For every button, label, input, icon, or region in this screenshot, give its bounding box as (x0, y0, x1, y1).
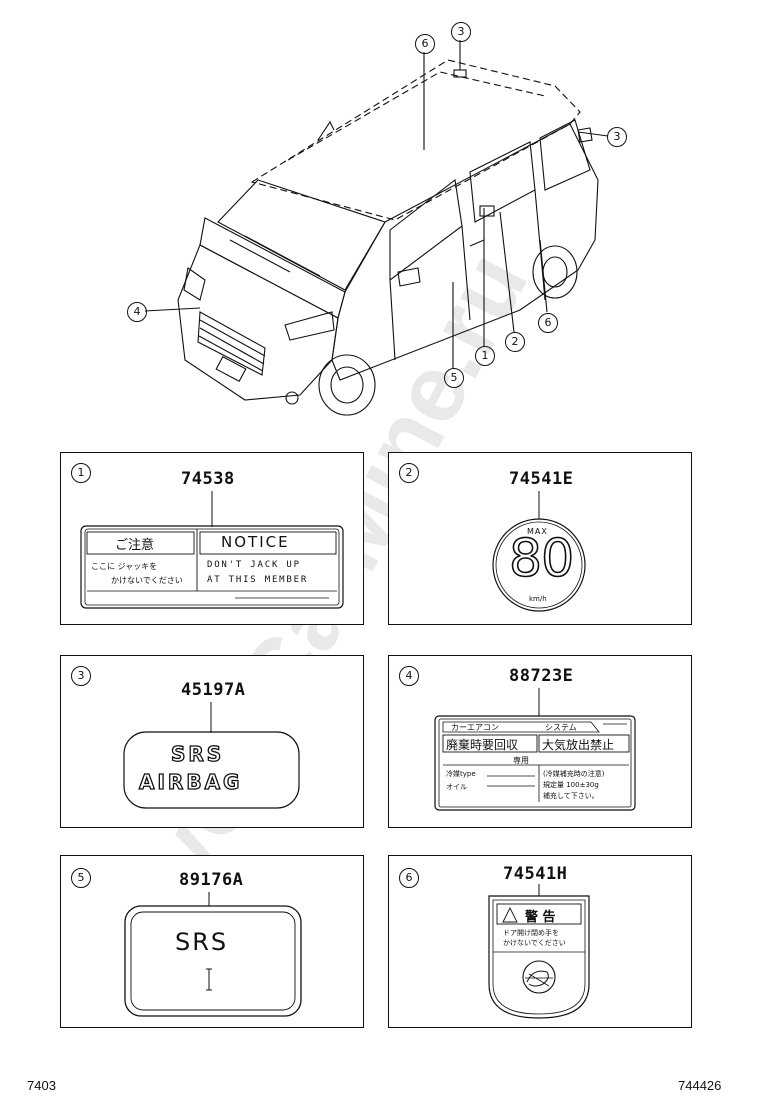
rear-wheel-hub (542, 256, 568, 288)
panel-5-leader (124, 892, 302, 1017)
srs-label-text: SRS (175, 928, 229, 956)
ac-box-left: 廃棄時要回収 (446, 738, 519, 752)
vehicle-illustration (144, 40, 609, 416)
panel-3-leader (123, 702, 300, 809)
ac-l2: オイル (446, 783, 467, 791)
callout-6-side: 6 (538, 313, 558, 333)
panel-6: 6 74541H 警 告 ドア開け閉め手を かけないでください (388, 855, 692, 1028)
panel-6-number: 6 (399, 868, 419, 888)
notice-jp-title: ご注意 (115, 538, 155, 553)
headlight-left (183, 267, 206, 301)
notice-en-line1: DON'T JACK UP (207, 560, 301, 570)
notice-jp-line1: ここに ジャッキを (91, 562, 158, 571)
roof-outline (250, 59, 581, 221)
ac-box-right: 大気放出禁止 (542, 738, 615, 752)
panel-5-part-number: 89176A (179, 870, 244, 890)
panel-2-leader (492, 491, 586, 612)
callout-3-roof: 3 (451, 22, 471, 42)
panel-4-leader (434, 688, 636, 811)
license-plate (215, 355, 247, 383)
notice-en-line2: AT THIS MEMBER (207, 575, 309, 585)
ac-header-right: システム (545, 723, 577, 732)
front-face (177, 244, 339, 401)
callout-5: 5 (444, 368, 464, 388)
front-door-window (389, 178, 463, 282)
warning-title: 警 告 (525, 910, 556, 925)
ac-l1: 冷媒type (446, 770, 476, 778)
rear-wheel (532, 245, 578, 299)
leader-lines (144, 40, 609, 368)
panel-5-number: 5 (71, 868, 91, 888)
rear-lamp (577, 127, 593, 143)
panel-2: 2 74541E MAX 80 km/h (388, 452, 692, 625)
panel-3-number: 3 (71, 666, 91, 686)
panel-4: 4 88723E カーエアコン システム 廃棄時要回収 大気放出禁止 専用 冷媒… (388, 655, 692, 828)
front-wheel-hub (330, 366, 364, 404)
airbag-label-line2: AIRBAG (138, 769, 243, 794)
callout-4: 4 (127, 302, 147, 322)
panel-1-number: 1 (71, 463, 91, 483)
b-pillar-label (479, 205, 495, 217)
panel-4-number: 4 (399, 666, 419, 686)
panel-5: 5 89176A SRS (60, 855, 364, 1028)
panel-3: 3 45197A SRS AIRBAG (60, 655, 364, 828)
notice-en-title: NOTICE (221, 533, 290, 551)
callout-3-rear: 3 (607, 127, 627, 147)
panel-1-part-number: 74538 (181, 469, 235, 489)
door-handle (469, 239, 485, 247)
ac-sub: 専用 (513, 756, 529, 765)
fog-lamp (285, 391, 299, 405)
ac-r2: 規定量 100±30g (543, 781, 599, 789)
rear-quarter-window (539, 119, 591, 191)
roof-inner-line (287, 71, 546, 161)
panel-4-part-number: 88723E (509, 666, 574, 686)
panel-6-part-number: 74541H (503, 864, 568, 884)
callout-1: 1 (475, 346, 495, 366)
notice-jp-line2: かけないでください (111, 576, 183, 585)
panel-3-part-number: 45197A (181, 680, 246, 700)
panel-1-leader (80, 491, 344, 609)
hood (199, 217, 346, 319)
warning-line1: ドア開け閉め手を (503, 929, 559, 937)
warning-line2: かけないでください (503, 939, 566, 947)
antenna (317, 120, 335, 141)
callout-2: 2 (505, 332, 525, 352)
footer-right-code: 744426 (678, 1078, 722, 1093)
windshield (217, 179, 386, 291)
grille (197, 311, 266, 376)
airbag-label-line1: SRS (170, 741, 225, 766)
side-body (331, 123, 599, 381)
speed-value: 80 (508, 528, 575, 590)
wipers (229, 235, 321, 277)
front-wheel (318, 354, 376, 416)
panel-6-leader (488, 884, 590, 1019)
footer-left-code: 7403 (27, 1078, 56, 1093)
speed-max: MAX (527, 527, 548, 536)
panel-2-number: 2 (399, 463, 419, 483)
panel-2-part-number: 74541E (509, 469, 574, 489)
side-mirror (397, 267, 421, 287)
speed-unit: km/h (529, 595, 547, 603)
panel-1: 1 74538 ご注意 ここに ジャッキを かけないでください NOTICE D… (60, 452, 364, 625)
headlight-right (284, 311, 335, 341)
ac-header-left: カーエアコン (451, 723, 499, 732)
grille-bars (198, 319, 266, 372)
callout-6-roof: 6 (415, 34, 435, 54)
ac-r3: 補充して下さい。 (543, 792, 599, 800)
ac-r1: (冷媒補充時の注意) (543, 770, 605, 778)
